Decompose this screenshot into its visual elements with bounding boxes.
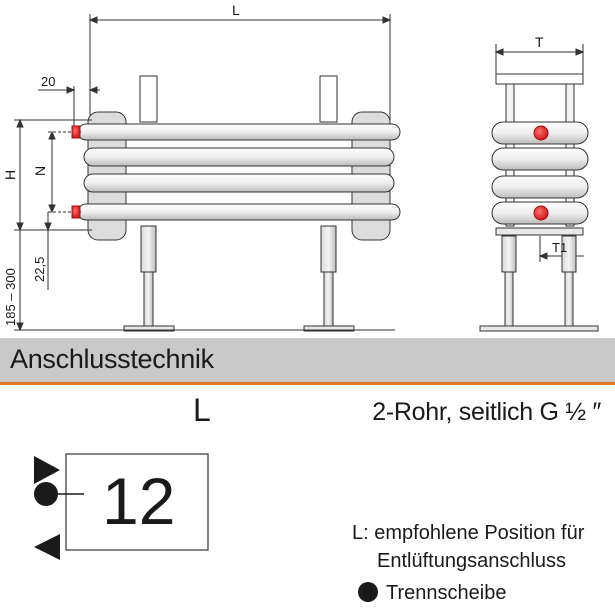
dim-20-label: 20 [41,74,55,89]
vent-position-L: L [193,392,211,428]
dim-N-label: N [32,166,48,176]
connection-number: 12 [102,464,176,538]
dim-22-5-label: 22,5 [32,257,47,282]
separator-disc-icon [34,482,58,506]
connection-symbol [34,453,209,560]
legend-separator-label: Trennscheibe [386,582,507,604]
connection-type-label: 2-Rohr, seitlich G ½ ″ [372,398,601,426]
section-banner: Anschlusstechnik [0,338,615,385]
dim-L-label: L [232,2,240,18]
dim-185-300-label: 185 – 300 [3,268,18,326]
inlet-arrow-icon [34,456,60,484]
section-title: Anschlusstechnik [10,344,214,374]
dim-H-label: H [2,170,18,180]
outlet-arrow-icon [34,534,60,560]
legend-vent-line2: Entlüftungsanschluss [377,550,567,572]
dim-T1-label: T1 [552,240,567,255]
separator-disc-icon [358,582,378,602]
radiator-technical-drawing: L 20 T T1 H N 22,5 185 – 300 [2,2,599,332]
legend-vent-line1: L: empfohlene Position für [352,522,585,544]
dim-T-label: T [535,34,544,50]
legend-separator: Trennscheibe [358,582,506,605]
